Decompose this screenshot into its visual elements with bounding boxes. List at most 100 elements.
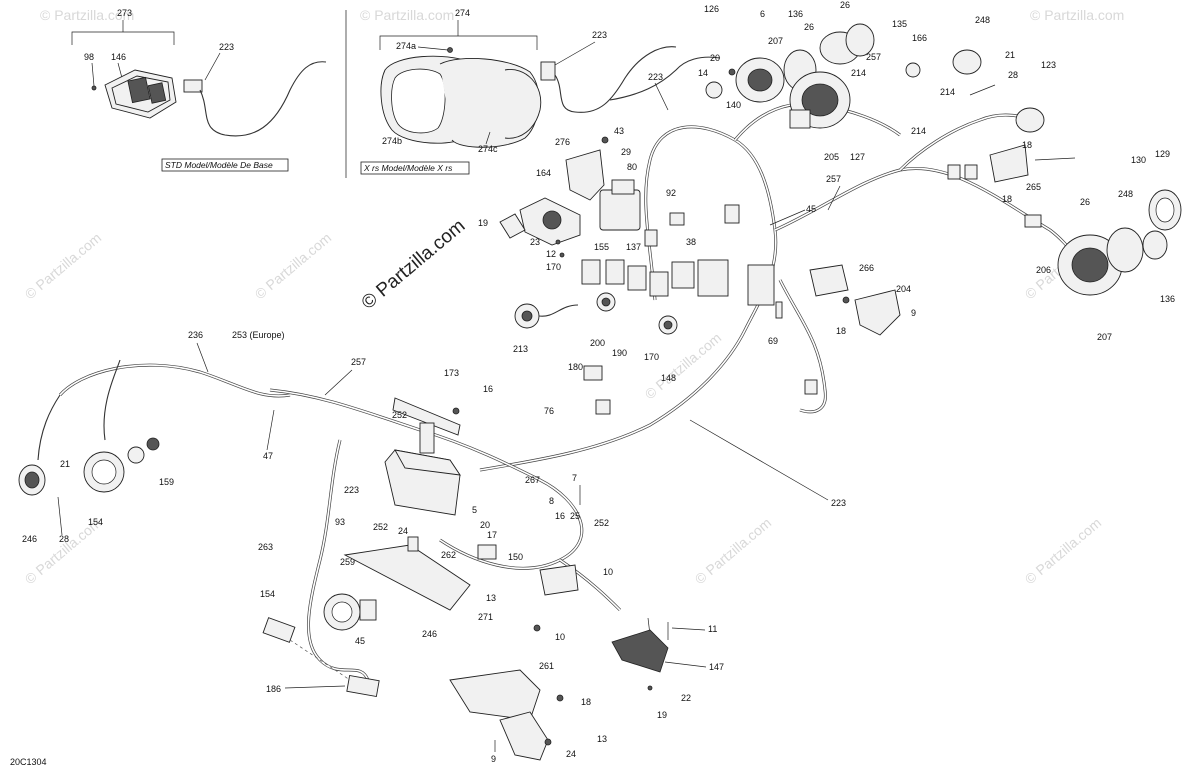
callout: 200 [590,338,605,348]
callout: 213 [513,344,528,354]
xrs-model-caption: X rs Model/Modèle X rs [363,163,453,173]
callout: 214 [940,87,955,97]
callout: 76 [544,406,554,416]
callout: 207 [768,36,783,46]
callout: 6 [760,9,765,19]
callout: 129 [1155,149,1170,159]
callout: 45 [355,636,365,646]
callout: 205 [824,152,839,162]
callout: 92 [666,188,676,198]
bottom-right-parts: 11 147 261 18 22 19 9 24 13 [449,617,724,764]
callout: 25 [570,511,580,521]
callout: 265 [1026,182,1041,192]
callout: 80 [627,162,637,172]
callout: 252 [392,410,407,420]
watermarks: © Partzilla.com © Partzilla.com © Partzi… [22,7,1125,587]
callout: 262 [441,550,456,560]
callout: 7 [572,473,577,483]
main-harness [37,102,1091,681]
callout: 173 [444,368,459,378]
std-model-inset: 273 98 146 223 STD Model/Modèle De Base [71,8,327,172]
callout: 8 [549,496,554,506]
callout: 69 [768,336,778,346]
callout: 180 [568,362,583,372]
center-chassis: 173 16 76 252 223 93 252 24 8 267 7 223 … [258,368,846,611]
callout: 28 [1008,70,1018,80]
callout: 266 [859,263,874,273]
watermark: © Partzilla.com [1030,7,1124,23]
watermark: © Partzilla.com [22,229,105,302]
callout: 159 [159,477,174,487]
callout: 19 [478,218,488,228]
watermark: © Partzilla.com [1022,514,1105,587]
front-lights-left: 236 253 (Europe) 257 47 21 159 246 28 15… [18,330,366,544]
callout: 223 [831,498,846,508]
callout: 259 [340,557,355,567]
callout: 43 [614,126,624,136]
callout: 155 [594,242,609,252]
callout: 274 [455,8,470,18]
callout: 98 [84,52,94,62]
callout: 5 [472,505,477,515]
callout: 170 [644,352,659,362]
callout: 150 [508,552,523,562]
callout: 257 [826,174,841,184]
callout: 9 [491,754,496,764]
callout: 257 [351,357,366,367]
watermark: © Partzilla.com [360,7,454,23]
callout: 29 [621,147,631,157]
callout: 136 [788,9,803,19]
callout: 28 [59,534,69,544]
callout: 126 [704,4,719,14]
callout: 206 [1036,265,1051,275]
callout: 20 [710,53,720,63]
callout: 236 [188,330,203,340]
callout: 12 [546,249,556,259]
callout: 252 [594,518,609,528]
callout: 21 [60,459,70,469]
callout: 274a [396,41,416,51]
callout: 14 [698,68,708,78]
callout: 18 [1002,194,1012,204]
watermark: © Partzilla.com [692,514,775,587]
callout: 16 [555,511,565,521]
callout: 246 [422,629,437,639]
callout: 166 [912,33,927,43]
callout: 146 [111,52,126,62]
callout: 186 [266,684,281,694]
callout: 18 [836,326,846,336]
callout: 154 [88,517,103,527]
drawing-code: 20C1304 [10,757,47,767]
callout: 13 [597,734,607,744]
callout: 123 [1041,60,1056,70]
callout: 207 [1097,332,1112,342]
callout: 190 [612,348,627,358]
callout: 274c [478,144,498,154]
callout: 267 [525,475,540,485]
callout: 170 [546,262,561,272]
callout: 23 [530,237,540,247]
callout: 223 [219,42,234,52]
watermark-main: © Partzilla.com [358,215,470,313]
rear-lights: 154 271 246 45 10 186 [260,589,565,698]
callout: 38 [686,237,696,247]
callout: 135 [892,19,907,29]
callout: 223 [592,30,607,40]
callout: 24 [398,526,408,536]
switches: 155 137 170 200 190 170 213 148 180 266 … [513,242,916,415]
callout: 47 [263,451,273,461]
callout: 164 [536,168,551,178]
callout: 223 [648,72,663,82]
xrs-model-inset: 274 274a 274b 274c 223 X rs Model/Modèle… [360,8,677,175]
callout: 137 [626,242,641,252]
callout: 263 [258,542,273,552]
callout: 136 [1160,294,1175,304]
callout: 24 [566,749,576,759]
callout: 246 [22,534,37,544]
watermark: © Partzilla.com [252,229,335,302]
callout: 214 [911,126,926,136]
callout: 148 [661,373,676,383]
callout: 18 [581,697,591,707]
callout: 26 [1080,197,1090,207]
